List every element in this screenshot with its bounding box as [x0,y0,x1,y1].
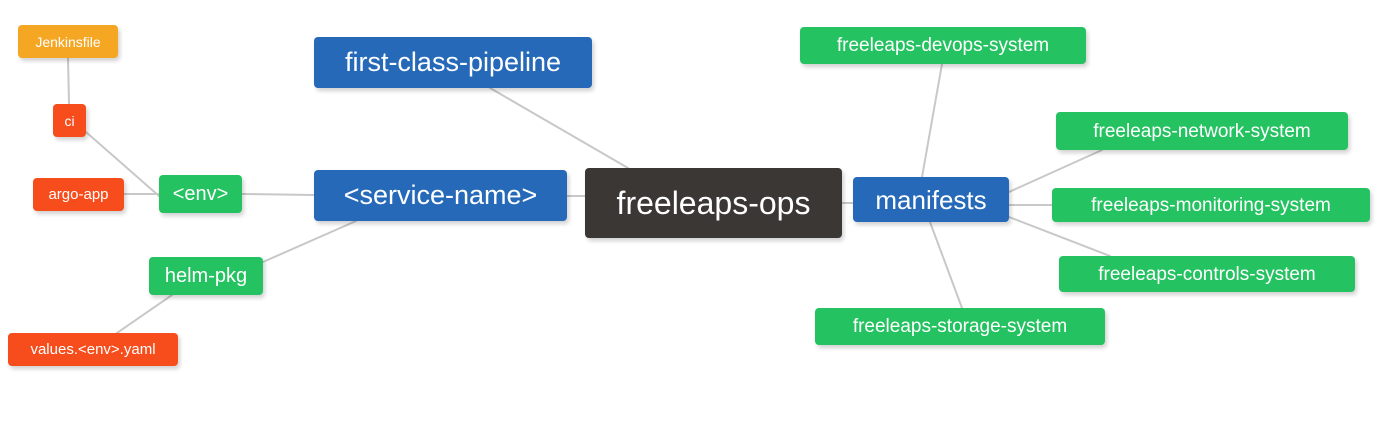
edge-freeleaps-devops-system-to-manifests [921,63,943,178]
mindmap-node-first-class-pipeline[interactable]: first-class-pipeline [314,37,592,88]
mindmap-node-freeleaps-network-system[interactable]: freeleaps-network-system [1056,112,1348,150]
node-label-manifests: manifests [875,184,987,215]
edge-helm-pkg-to-service-name [262,220,357,263]
mindmap-node-argo-app[interactable]: argo-app [33,178,124,211]
node-label-freeleaps-controls-system: freeleaps-controls-system [1098,263,1316,285]
node-label-env: <env> [172,183,229,205]
node-label-freeleaps-storage-system: freeleaps-storage-system [852,316,1068,337]
edge-manifests-to-freeleaps-controls-system [1008,216,1111,257]
node-label-freeleaps-network-system: freeleaps-network-system [1093,120,1311,142]
mindmap-node-env[interactable]: <env> [159,175,242,213]
mindmap-node-freeleaps-storage-system[interactable]: freeleaps-storage-system [815,308,1105,345]
edge-env-to-service-name [241,193,315,196]
mindmap-node-values-env-yaml[interactable]: values.<env>.yaml [8,333,178,366]
node-label-helm-pkg: helm-pkg [164,265,248,287]
mindmap-node-freeleaps-controls-system[interactable]: freeleaps-controls-system [1059,256,1355,292]
mindmap-node-freeleaps-monitoring-system[interactable]: freeleaps-monitoring-system [1052,188,1370,222]
edge-manifests-to-freeleaps-storage-system [929,221,963,309]
edge-ci-to-env [85,131,160,197]
mindmap-node-freeleaps-devops-system[interactable]: freeleaps-devops-system [800,27,1086,64]
node-label-argo-app: argo-app [48,186,109,203]
mindmap-node-helm-pkg[interactable]: helm-pkg [149,257,263,295]
mindmap-node-jenkinsfile[interactable]: Jenkinsfile [18,25,118,58]
node-label-ci: ci [64,112,75,129]
node-label-freeleaps-monitoring-system: freeleaps-monitoring-system [1091,194,1331,216]
mindmap-node-ci[interactable]: ci [53,104,86,137]
node-label-jenkinsfile: Jenkinsfile [35,33,101,50]
edge-manifests-to-freeleaps-network-system [1008,149,1103,193]
mindmap-node-freeleaps-ops[interactable]: freeleaps-ops [585,168,842,238]
mindmap-node-manifests[interactable]: manifests [853,177,1009,222]
node-label-freeleaps-devops-system: freeleaps-devops-system [836,35,1050,56]
node-label-values-env-yaml: values.<env>.yaml [30,341,156,358]
edge-first-class-pipeline-to-freeleaps-ops [489,87,629,169]
mindmap-node-service-name[interactable]: <service-name> [314,170,567,221]
node-label-service-name: <service-name> [343,180,538,210]
node-label-first-class-pipeline: first-class-pipeline [344,47,562,77]
node-label-freeleaps-ops: freeleaps-ops [616,185,811,221]
edge-values-env-yaml-to-helm-pkg [116,294,173,334]
edge-jenkinsfile-to-ci [67,57,70,105]
